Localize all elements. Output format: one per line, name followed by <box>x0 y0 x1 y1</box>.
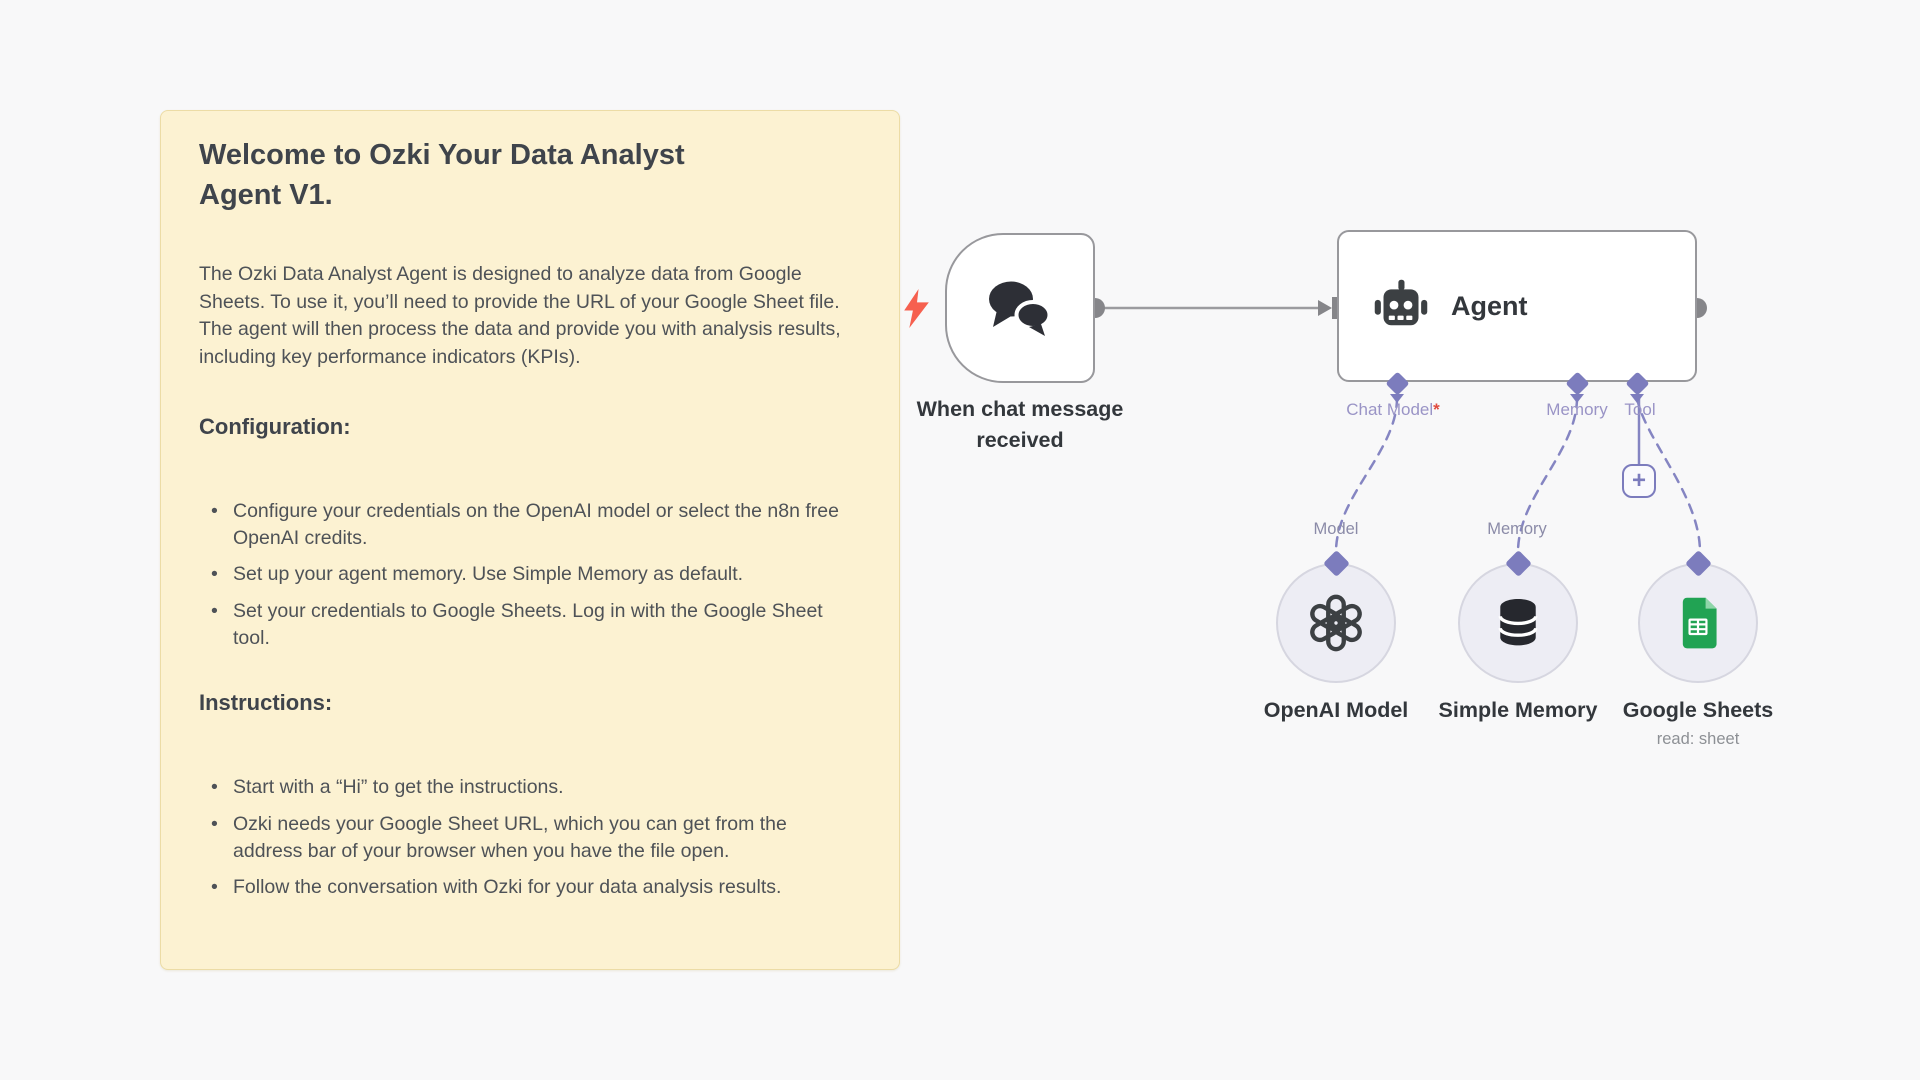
node-simple-memory[interactable] <box>1458 563 1578 683</box>
memory-edge-label: Memory <box>1487 520 1547 538</box>
list-item: Configure your credentials on the OpenAI… <box>207 498 847 553</box>
tool-connector-label: Tool <box>1624 400 1656 419</box>
openai-logo-icon <box>1310 594 1362 652</box>
list-item: Set your credentials to Google Sheets. L… <box>207 598 847 653</box>
edge-tool-to-googlesheets[interactable] <box>1635 396 1702 554</box>
sticky-heading-configuration: Configuration: <box>199 413 351 439</box>
agent-tool-connector-tail <box>1630 394 1644 403</box>
node-google-sheets[interactable] <box>1638 563 1758 683</box>
google-sheets-operation-label: read: sheet <box>1656 730 1740 748</box>
agent-chatmodel-connector-tail <box>1390 394 1404 403</box>
configuration-list: Configure your credentials on the OpenAI… <box>207 498 861 652</box>
list-item: Start with a “Hi” to get the instruction… <box>207 774 847 802</box>
node-chat-trigger[interactable] <box>945 233 1095 383</box>
chat-model-connector-label: Chat Model* <box>1346 400 1440 419</box>
plus-icon: + <box>1631 467 1646 494</box>
google-sheets-node-label: Google Sheets <box>1622 698 1774 722</box>
trigger-node-label: When chat message received <box>916 397 1124 452</box>
chat-bubbles-icon <box>989 281 1052 336</box>
edge-arrowhead-icon <box>1318 300 1332 316</box>
database-icon <box>1498 598 1538 646</box>
sticky-title: Welcome to Ozki Your Data Analyst Agent … <box>199 139 685 212</box>
list-item: Set up your agent memory. Use Simple Mem… <box>207 561 847 589</box>
trigger-bolt-icon <box>904 289 929 328</box>
sticky-intro: The Ozki Data Analyst Agent is designed … <box>199 263 841 369</box>
robot-icon <box>1373 278 1429 334</box>
sticky-note[interactable]: Welcome to Ozki Your Data Analyst Agent … <box>160 110 900 970</box>
simple-memory-node-label: Simple Memory <box>1438 698 1598 722</box>
memory-connector-label: Memory <box>1546 400 1608 419</box>
agent-input-port[interactable] <box>1332 297 1341 319</box>
agent-memory-connector-tail <box>1570 394 1584 403</box>
agent-node-label: Agent <box>1451 290 1528 321</box>
model-edge-label: Model <box>1313 520 1359 538</box>
sticky-heading-instructions: Instructions: <box>199 690 333 716</box>
google-sheets-icon <box>1682 597 1717 649</box>
node-openai-model[interactable] <box>1276 563 1396 683</box>
edge-chatmodel-to-openai[interactable] <box>1334 396 1399 554</box>
add-tool-button[interactable]: + <box>1622 464 1656 498</box>
edge-memory-to-simplememory[interactable] <box>1516 396 1579 554</box>
list-item: Follow the conversation with Ozki for yo… <box>207 874 847 902</box>
instructions-list: Start with a “Hi” to get the instruction… <box>207 774 861 901</box>
required-asterisk: * <box>1433 400 1440 419</box>
list-item: Ozki needs your Google Sheet URL, which … <box>207 811 847 866</box>
node-agent[interactable]: Agent <box>1337 230 1697 382</box>
openai-node-label: OpenAI Model <box>1263 698 1409 722</box>
